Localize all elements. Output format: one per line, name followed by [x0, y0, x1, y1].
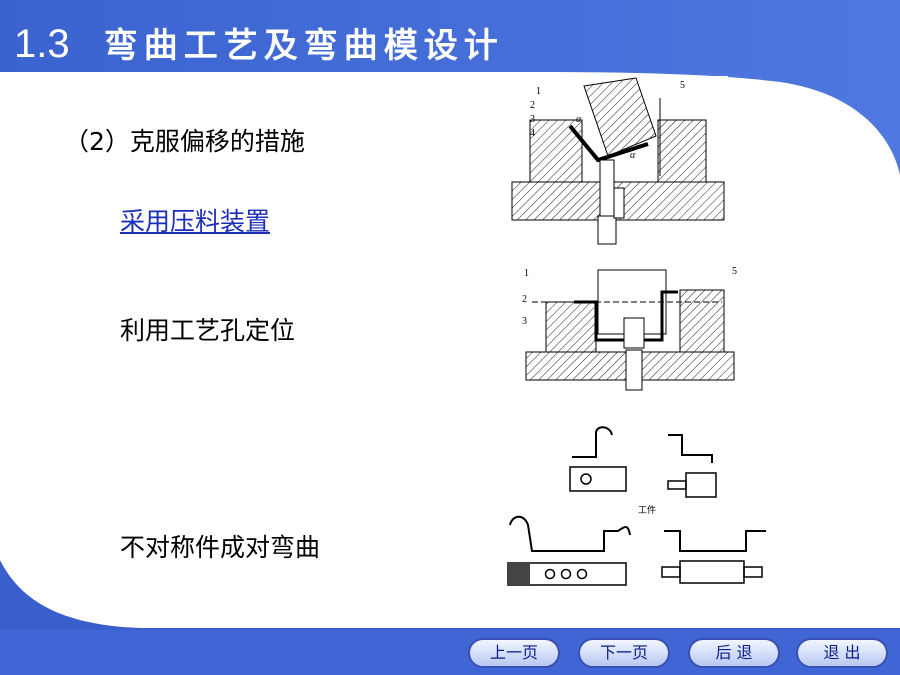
- f2-label-5: 5: [732, 266, 737, 277]
- paired-bending-workpieces-figure: 工件: [500, 415, 770, 600]
- section-title: 弯曲工艺及弯曲模设计: [103, 26, 504, 66]
- f1-label-3: 3: [530, 114, 535, 125]
- f2-label-1: 1: [524, 268, 529, 279]
- f1-label-2: 2: [530, 100, 535, 111]
- press-device-link[interactable]: 采用压料装置: [120, 207, 271, 236]
- section-heading: （2）克服偏移的措施: [64, 127, 305, 156]
- f1-label-5: 5: [680, 80, 685, 91]
- exit-button[interactable]: 退 出: [796, 638, 888, 668]
- f2-label-2: 2: [522, 294, 527, 305]
- f1-label-4: 4: [530, 128, 535, 139]
- back-button[interactable]: 后 退: [688, 638, 780, 668]
- process-hole-text: 利用工艺孔定位: [120, 316, 296, 345]
- next-page-button[interactable]: 下一页: [578, 638, 670, 668]
- section-number: 1.3: [14, 22, 70, 66]
- slide-title: 1.3 弯曲工艺及弯曲模设计: [14, 18, 504, 67]
- workpiece-caption: 工件: [638, 504, 656, 516]
- f1-alpha-bottom: α: [630, 150, 636, 161]
- f1-label-1: 1: [536, 86, 541, 97]
- f1-alpha-top: α: [576, 114, 582, 125]
- f2-label-3: 3: [522, 316, 527, 327]
- process-hole-die-figure: 1 2 3 4 5: [512, 262, 740, 400]
- prev-page-button[interactable]: 上一页: [468, 638, 560, 668]
- paired-bending-text: 不对称件成对弯曲: [120, 533, 321, 562]
- pressure-pad-die-figure: 1 2 3 4 5 α α: [508, 76, 728, 248]
